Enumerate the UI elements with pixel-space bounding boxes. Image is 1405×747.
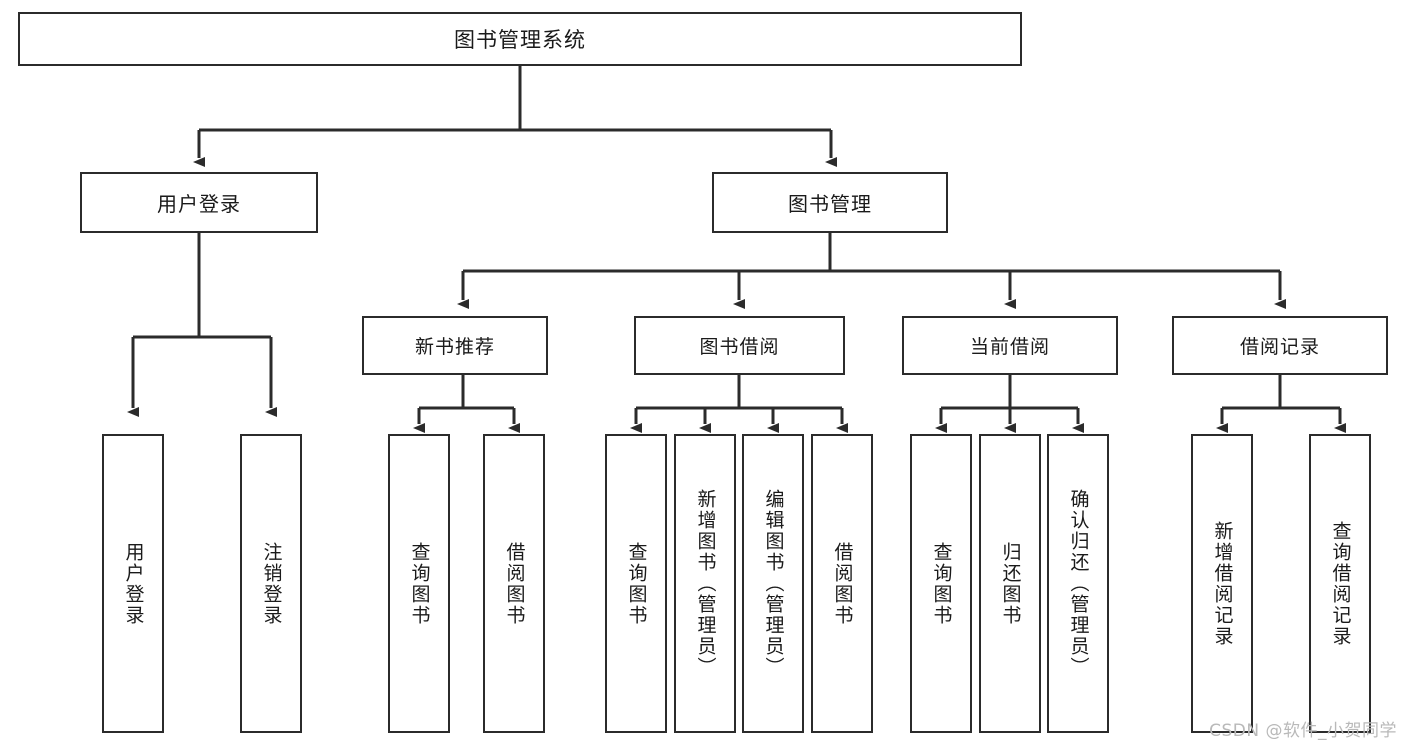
leaf-borrow-edit-book-admin[interactable]: 编辑图书（管理员） <box>742 434 804 733</box>
node-label: 查询借阅记录 <box>1329 520 1352 647</box>
leaf-records-add-record[interactable]: 新增借阅记录 <box>1191 434 1253 733</box>
node-label: 借阅图书 <box>831 541 854 626</box>
watermark-text: CSDN @软件_小贺同学 <box>1209 721 1397 741</box>
node-label: 图书管理系统 <box>454 28 586 52</box>
node-root-system[interactable]: 图书管理系统 <box>18 12 1022 66</box>
node-label: 查询图书 <box>625 541 648 626</box>
leaf-borrow-borrow-book[interactable]: 借阅图书 <box>811 434 873 733</box>
leaf-user-login-login[interactable]: 用户登录 <box>102 434 164 733</box>
leaf-user-login-logout[interactable]: 注销登录 <box>240 434 302 733</box>
node-label: 新增借阅记录 <box>1211 520 1234 647</box>
node-label: 编辑图书（管理员） <box>762 489 785 678</box>
leaf-recommend-query-book[interactable]: 查询图书 <box>388 434 450 733</box>
node-label: 新书推荐 <box>414 336 495 358</box>
leaf-current-confirm-return-admin[interactable]: 确认归还（管理员） <box>1047 434 1109 733</box>
node-label: 注销登录 <box>260 541 283 626</box>
leaf-borrow-query-book[interactable]: 查询图书 <box>605 434 667 733</box>
leaf-current-query-book[interactable]: 查询图书 <box>910 434 972 733</box>
node-user-login[interactable]: 用户登录 <box>80 172 318 233</box>
node-label: 查询图书 <box>408 541 431 626</box>
node-label: 图书管理 <box>788 192 872 216</box>
leaf-records-query-record[interactable]: 查询借阅记录 <box>1309 434 1371 733</box>
node-book-management[interactable]: 图书管理 <box>712 172 948 233</box>
node-label: 用户登录 <box>157 192 241 216</box>
node-label: 确认归还（管理员） <box>1067 489 1090 678</box>
node-label: 借阅记录 <box>1239 336 1320 358</box>
node-new-book-recommend[interactable]: 新书推荐 <box>362 316 548 375</box>
leaf-current-return-book[interactable]: 归还图书 <box>979 434 1041 733</box>
leaf-borrow-add-book-admin[interactable]: 新增图书（管理员） <box>674 434 736 733</box>
node-borrow-records[interactable]: 借阅记录 <box>1172 316 1388 375</box>
node-label: 新增图书（管理员） <box>694 489 717 678</box>
node-label: 当前借阅 <box>969 336 1050 358</box>
node-current-borrow[interactable]: 当前借阅 <box>902 316 1118 375</box>
node-label: 归还图书 <box>999 541 1022 626</box>
node-label: 图书借阅 <box>699 336 780 358</box>
node-book-borrow[interactable]: 图书借阅 <box>634 316 845 375</box>
node-label: 查询图书 <box>930 541 953 626</box>
node-label: 借阅图书 <box>503 541 526 626</box>
node-label: 用户登录 <box>122 541 145 626</box>
leaf-recommend-borrow-book[interactable]: 借阅图书 <box>483 434 545 733</box>
